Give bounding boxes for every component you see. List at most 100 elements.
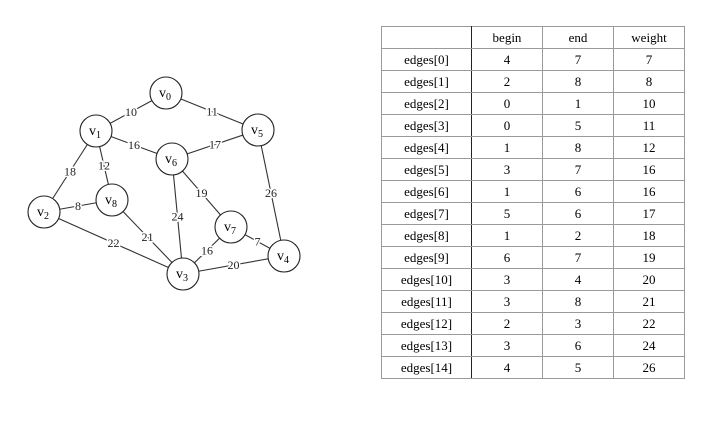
edge-weight-label: 19 — [196, 186, 208, 200]
node-label-base: v — [224, 220, 231, 235]
edge-index-cell: edges[5] — [381, 158, 472, 181]
edge-end-cell: 1 — [542, 92, 614, 115]
node-v3: v3 — [166, 257, 200, 291]
edge-end-cell: 8 — [542, 290, 614, 313]
node-v4: v4 — [267, 239, 301, 273]
edge-weight-cell: 10 — [613, 92, 685, 115]
edge-weight-label: 12 — [98, 159, 110, 173]
header-corner — [381, 26, 472, 49]
edge-index-cell: edges[11] — [381, 290, 472, 313]
node-label-subscript: 6 — [172, 158, 177, 169]
node-label-base: v — [105, 193, 112, 208]
node-v8: v8 — [95, 183, 129, 217]
edge-weight-label: 8 — [75, 199, 81, 213]
edge-weight-cell: 11 — [613, 114, 685, 137]
node-label-subscript: 2 — [44, 211, 49, 222]
header-begin: begin — [471, 26, 543, 49]
node-circle — [79, 114, 113, 148]
node-v2: v2 — [27, 195, 61, 229]
edge-begin-cell: 4 — [471, 48, 543, 71]
edge-weight-cell: 8 — [613, 70, 685, 93]
node-label: v8 — [105, 193, 117, 210]
edge-weight-cell: 7 — [613, 48, 685, 71]
node-label-subscript: 7 — [231, 226, 236, 237]
edge-weight-label: 17 — [209, 138, 221, 152]
edge-index-cell: edges[6] — [381, 180, 472, 203]
node-v7: v7 — [214, 210, 248, 244]
edge-weight-cell: 12 — [613, 136, 685, 159]
node-v0: v0 — [149, 76, 183, 110]
edge-weight-label: 22 — [108, 236, 120, 250]
node-circle — [241, 113, 275, 147]
node-circle — [166, 257, 200, 291]
edge-begin-cell: 1 — [471, 180, 543, 203]
node-label: v4 — [277, 249, 289, 266]
edge-weight-cell: 16 — [613, 158, 685, 181]
edge-index-cell: edges[0] — [381, 48, 472, 71]
edge-end-cell: 4 — [542, 268, 614, 291]
edge-index-cell: edges[12] — [381, 312, 472, 335]
edge-weight-label: 20 — [228, 258, 240, 272]
edge-end-cell: 8 — [542, 136, 614, 159]
edge-weight-cell: 26 — [613, 356, 685, 379]
edge-begin-cell: 6 — [471, 246, 543, 269]
edge-end-cell: 6 — [542, 334, 614, 357]
edge-end-cell: 6 — [542, 202, 614, 225]
edges-table-header-row: begin end weight — [381, 26, 685, 49]
node-circle — [27, 195, 61, 229]
edge-index-cell: edges[3] — [381, 114, 472, 137]
node-label-subscript: 0 — [166, 92, 171, 103]
edge-weight-cell: 20 — [613, 268, 685, 291]
edge-index-cell: edges[4] — [381, 136, 472, 159]
edge-weight-cell: 22 — [613, 312, 685, 335]
edge-begin-cell: 3 — [471, 334, 543, 357]
edge-weight-cell: 19 — [613, 246, 685, 269]
edge-begin-cell: 3 — [471, 158, 543, 181]
node-label: v6 — [165, 152, 177, 169]
edge-begin-cell: 3 — [471, 290, 543, 313]
node-label-base: v — [277, 249, 284, 264]
node-label-base: v — [159, 86, 166, 101]
edge-weight-label: 7 — [255, 235, 261, 249]
edge-v3-v4 — [182, 255, 285, 275]
edge-weight-label: 18 — [64, 165, 76, 179]
edge-v2-v3 — [43, 211, 184, 275]
node-label-base: v — [176, 267, 183, 282]
edge-weight-label: 16 — [128, 138, 140, 152]
node-label: v7 — [224, 220, 236, 237]
edge-end-cell: 7 — [542, 48, 614, 71]
edge-weight-cell: 16 — [613, 180, 685, 203]
edge-end-cell: 7 — [542, 246, 614, 269]
edge-v6-v3 — [171, 158, 184, 275]
edge-end-cell: 5 — [542, 114, 614, 137]
edge-end-cell: 7 — [542, 158, 614, 181]
edge-weight-cell: 17 — [613, 202, 685, 225]
edge-v5-v4 — [257, 129, 285, 257]
edge-begin-cell: 4 — [471, 356, 543, 379]
edge-begin-cell: 1 — [471, 224, 543, 247]
node-label-base: v — [165, 152, 172, 167]
node-circle — [149, 76, 183, 110]
edge-end-cell: 2 — [542, 224, 614, 247]
edge-index-cell: edges[8] — [381, 224, 472, 247]
edge-begin-cell: 3 — [471, 268, 543, 291]
node-label: v5 — [251, 123, 263, 140]
edge-weight-cell: 18 — [613, 224, 685, 247]
edge-weight-cell: 24 — [613, 334, 685, 357]
edge-index-cell: edges[1] — [381, 70, 472, 93]
edge-index-cell: edges[13] — [381, 334, 472, 357]
node-label-subscript: 8 — [112, 199, 117, 210]
